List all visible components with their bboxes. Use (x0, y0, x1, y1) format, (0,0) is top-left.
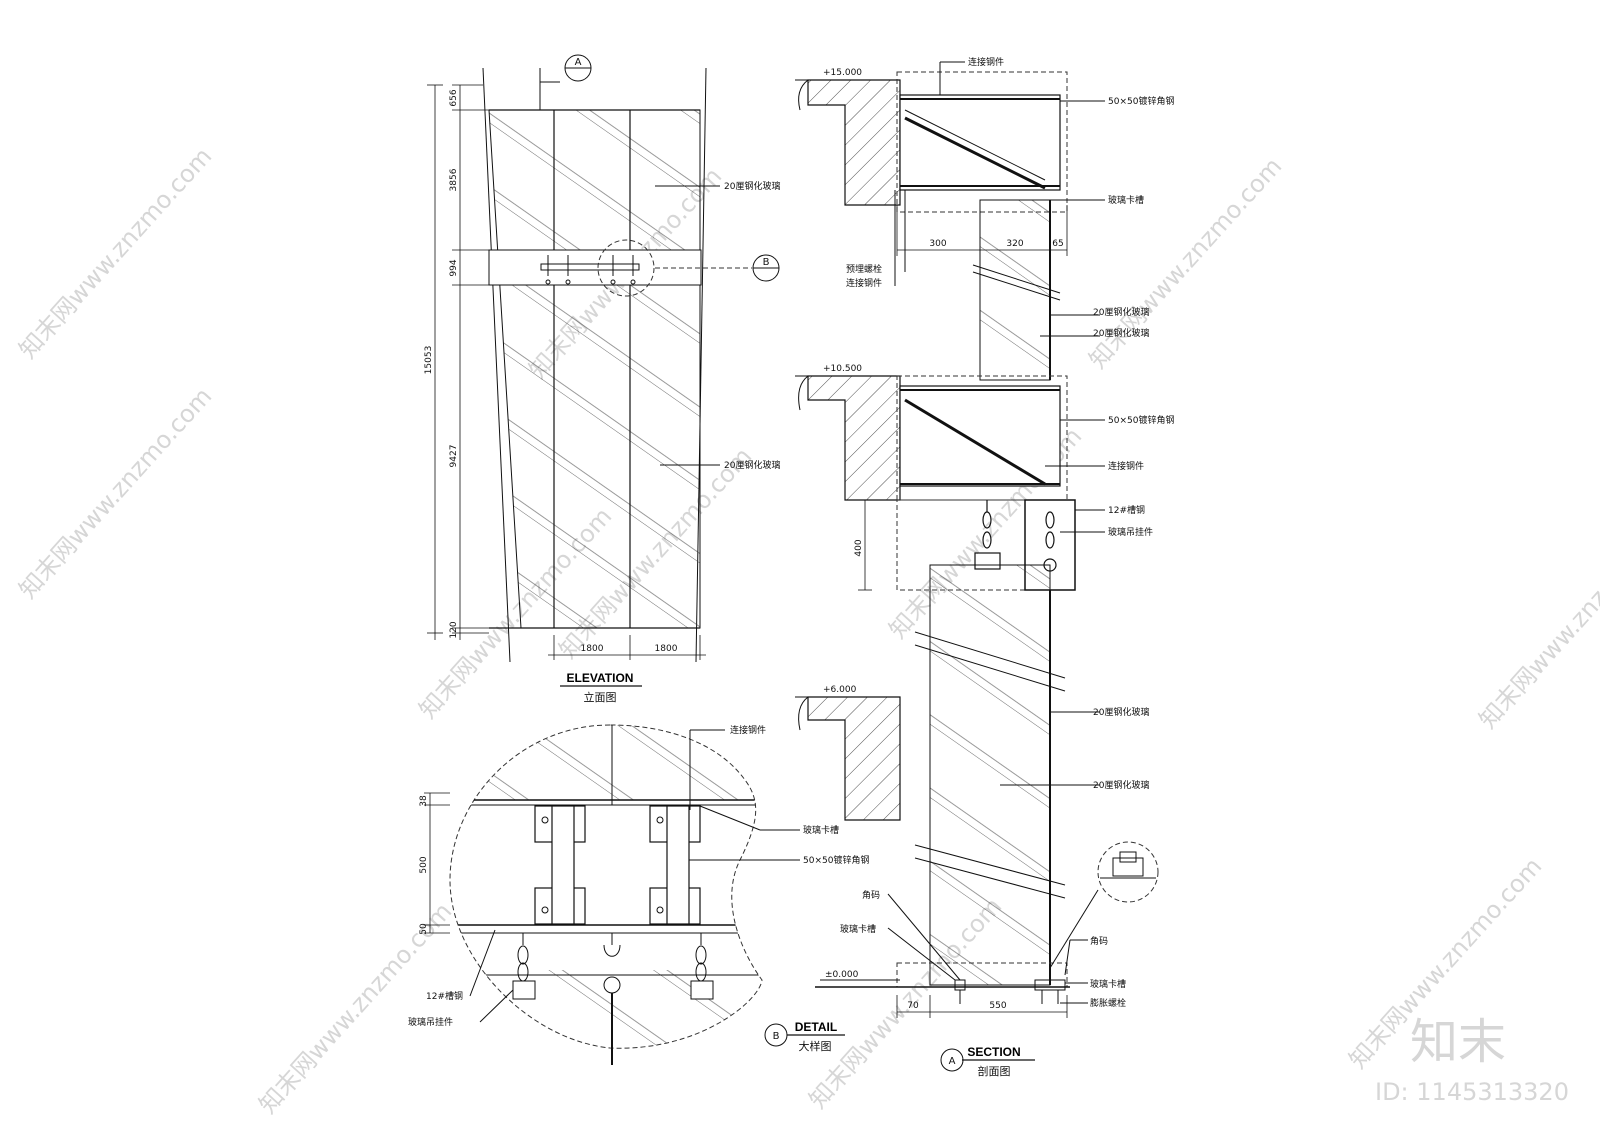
detail-dim-500: 500 (419, 856, 429, 873)
detail-label-connect: 连接钢件 (730, 724, 766, 736)
section-title: SECTION (967, 1045, 1020, 1059)
detail-view: 38 500 50 连接钢件 玻璃卡槽 50×50镀锌角钢 12#槽钢 玻璃吊挂… (408, 724, 869, 1065)
sec-dim-550: 550 (989, 1001, 1006, 1011)
section-subtitle: 剖面图 (978, 1064, 1011, 1078)
dim-3856: 3856 (449, 168, 459, 191)
sec-label-connect-mid2: 连接钢件 (1108, 460, 1144, 472)
section-marker-label: A (949, 1056, 956, 1067)
sec-label-slot-top: 玻璃卡槽 (1108, 194, 1144, 206)
dim-1800-a: 1800 (581, 644, 604, 654)
sec-label-corner-right: 角码 (1090, 935, 1108, 947)
sec-label-angle-top: 50×50镀锌角钢 (1108, 95, 1174, 107)
watermark-text: 知末网www.znzmo.com (1474, 512, 1600, 734)
detail-title: DETAIL (795, 1020, 837, 1034)
label-glass-bottom: 20厘钢化玻璃 (724, 459, 780, 471)
detail-dim-38: 38 (419, 795, 429, 807)
sec-dim-400: 400 (854, 539, 864, 556)
dim-656: 656 (449, 89, 459, 106)
elevation-title: ELEVATION (567, 671, 634, 685)
elevation-subtitle: 立面图 (584, 690, 617, 704)
watermark-text: 知末网www.znzmo.com (1084, 152, 1288, 374)
level-15: +15.000 (823, 68, 862, 78)
watermark-logo: 知末 (1410, 1014, 1506, 1070)
sec-label-channel: 12#槽钢 (1108, 504, 1145, 516)
sec-label-slot-left: 玻璃卡槽 (840, 923, 876, 935)
sec-label-angle-mid: 50×50镀锌角钢 (1108, 414, 1174, 426)
label-glass-top: 20厘钢化玻璃 (724, 180, 780, 192)
dim-120: 120 (449, 621, 459, 638)
level-0: ±0.000 (825, 970, 859, 980)
sec-label-glass-3: 20厘钢化玻璃 (1093, 706, 1149, 718)
sec-dim-320: 320 (1006, 239, 1023, 249)
detail-label-channel: 12#槽钢 (426, 990, 463, 1002)
sec-dim-70: 70 (907, 1001, 919, 1011)
callout-b-label: B (763, 257, 770, 268)
sec-label-glass-2: 20厘钢化玻璃 (1093, 327, 1149, 339)
detail-b-callout-circle (597, 239, 655, 297)
watermark-layer: 知末网www.znzmo.com 知末网www.znzmo.com 知末网www… (14, 142, 1600, 1119)
level-10-5: +10.500 (823, 364, 862, 374)
section-view: +15.000 300 320 65 连接钢件 50×50镀锌角钢 玻璃卡槽 (795, 56, 1174, 1078)
sec-label-corner-left: 角码 (862, 889, 880, 901)
dim-1800-b: 1800 (655, 644, 678, 654)
dim-994: 994 (449, 259, 459, 276)
detail-subtitle: 大样图 (799, 1039, 832, 1053)
detail-label-hanger: 玻璃吊挂件 (408, 1016, 453, 1028)
sec-label-glass-1: 20厘钢化玻璃 (1093, 306, 1149, 318)
sec-label-hanger: 玻璃吊挂件 (1108, 526, 1153, 538)
dim-total: 15053 (424, 346, 434, 375)
sec-label-embedded-bolt: 预埋螺栓 (846, 263, 882, 275)
detail-dim-50: 50 (419, 923, 429, 935)
dim-9427: 9427 (449, 445, 459, 468)
detail-marker-label: B (773, 1031, 780, 1042)
sec-label-connect-mid: 连接钢件 (846, 277, 882, 289)
sec-label-slot-right: 玻璃卡槽 (1090, 978, 1126, 990)
detail-label-slot: 玻璃卡槽 (803, 824, 839, 836)
elevation-view: B A 656 3856 994 9427 120 15053 (424, 54, 780, 704)
sec-dim-300: 300 (929, 239, 946, 249)
detail-label-angle: 50×50镀锌角钢 (803, 854, 869, 866)
level-6: +6.000 (823, 685, 857, 695)
sec-label-glass-4: 20厘钢化玻璃 (1093, 779, 1149, 791)
watermark-text: 知末网www.znzmo.com (14, 142, 218, 364)
sec-dim-65: 65 (1052, 239, 1063, 249)
callout-a-label: A (575, 57, 582, 68)
watermark-id: ID: 1145313320 (1375, 1078, 1569, 1106)
sec-label-expansion-bolt: 膨胀螺栓 (1090, 997, 1126, 1009)
sec-label-connect-top: 连接钢件 (968, 56, 1004, 68)
watermark-text: 知末网www.znzmo.com (14, 382, 218, 604)
